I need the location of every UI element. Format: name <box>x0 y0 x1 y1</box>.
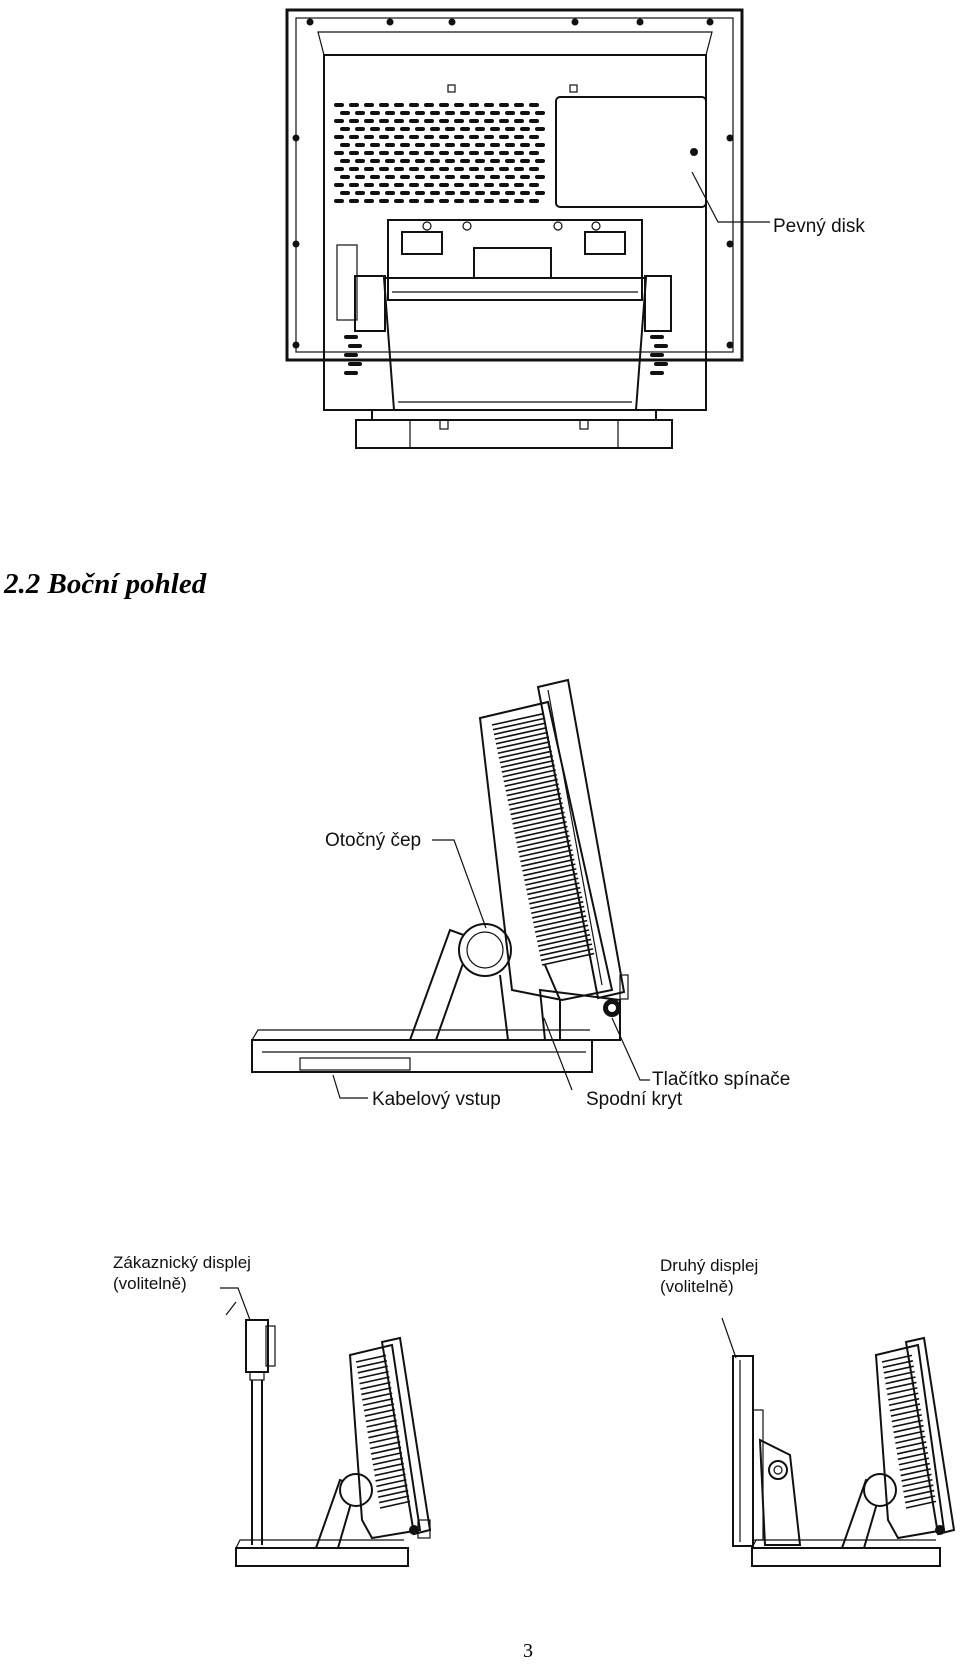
page-number: 3 <box>523 1640 533 1662</box>
cable-entry-label: Kabelový vstup <box>372 1089 501 1110</box>
pivot-label: Otočný čep <box>325 830 421 851</box>
side-view-drawing <box>251 678 650 1099</box>
option-b-fins <box>881 1354 937 1509</box>
hard-disk-label: Pevný disk <box>773 216 865 237</box>
rear-vent-grille <box>334 103 545 203</box>
bottom-cover-label: Spodní kryt <box>586 1089 683 1110</box>
power-button-label: Tlačítko spínače <box>652 1069 790 1090</box>
second-display-label-line2: (volitelně) <box>660 1277 734 1296</box>
customer-display-drawing <box>220 1287 432 1567</box>
rear-view-drawing: Pevný disk <box>285 8 865 449</box>
option-a-fins <box>355 1354 411 1509</box>
rear-cooling-fins <box>491 712 595 966</box>
customer-display-label-line2: (volitelně) <box>113 1274 187 1293</box>
second-display-drawing <box>721 1317 956 1567</box>
customer-display-label-line1: Zákaznický displej <box>113 1253 251 1272</box>
second-display-label-line1: Druhý displej <box>660 1256 758 1275</box>
side-vents <box>344 335 668 375</box>
section-heading: 2.2 Boční pohled <box>4 568 207 600</box>
